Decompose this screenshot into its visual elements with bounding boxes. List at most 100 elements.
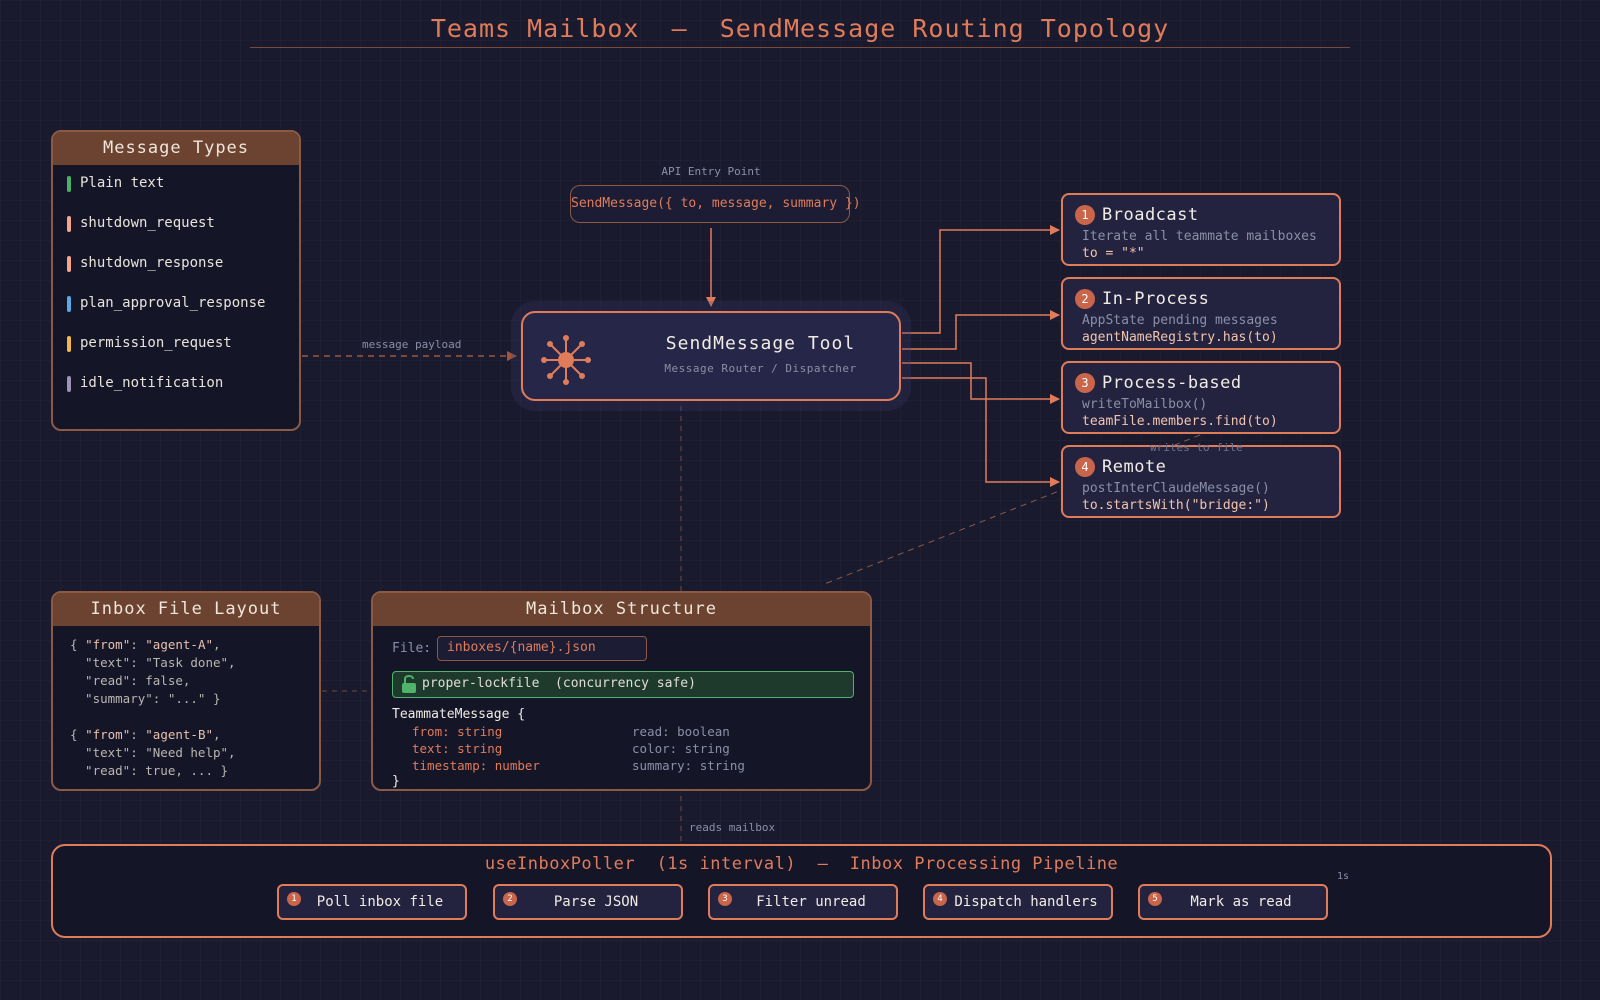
message-type-label: permission_request — [80, 335, 232, 351]
route-broadcast: 1 Broadcast Iterate all teammate mailbox… — [1061, 193, 1341, 266]
message-type-label: shutdown_request — [80, 215, 215, 231]
json-line: "read": true, ... } — [70, 762, 319, 780]
pipeline-step-filter: 3 Filter unread — [708, 884, 898, 920]
file-label: File: — [392, 641, 432, 656]
json-line: "read": false, — [70, 672, 319, 690]
api-entry-label: API Entry Point — [661, 165, 761, 178]
type-declaration-close: } — [392, 774, 400, 789]
field-color: color: string — [632, 741, 730, 756]
step-label: Mark as read — [1190, 894, 1292, 910]
json-line: { "from": "agent-A", — [70, 636, 319, 654]
json-token: "from" — [85, 637, 131, 652]
step-label: Parse JSON — [553, 894, 639, 910]
route-condition: teamFile.members.find(to) — [1082, 414, 1278, 429]
message-type-item: shutdown_request — [67, 215, 299, 255]
message-types-title: Message Types — [53, 132, 299, 165]
lockfile-text: proper-lockfile (concurrency safe) — [422, 676, 696, 691]
lockfile-banner: proper-lockfile (concurrency safe) — [392, 671, 854, 698]
mailbox-structure-title: Mailbox Structure — [373, 593, 870, 626]
type-color-bar — [67, 256, 71, 272]
route-description: AppState pending messages — [1082, 313, 1278, 328]
field-summary: summary: string — [632, 758, 745, 773]
route-number: 1 — [1075, 205, 1095, 225]
type-color-bar — [67, 336, 71, 352]
tool-subtitle: Message Router / Dispatcher — [664, 362, 857, 375]
type-declaration-open: TeammateMessage { — [392, 707, 526, 722]
json-line: { "from": "agent-B", — [70, 726, 319, 744]
field-read: read: boolean — [632, 724, 730, 739]
field-from: from: string — [412, 724, 503, 739]
pipeline-step-dispatch: 4 Dispatch handlers — [923, 884, 1113, 920]
route-remote: 4 Remote postInterClaudeMessage() to.sta… — [1061, 445, 1341, 518]
route-description: writeToMailbox() — [1082, 397, 1208, 412]
json-line: "text": "Task done", — [70, 654, 319, 672]
message-type-label: idle_notification — [80, 375, 224, 391]
type-color-bar — [67, 216, 71, 232]
message-type-item: idle_notification — [67, 375, 299, 415]
json-token: "read": true, ... } — [70, 763, 229, 778]
json-token: { — [70, 637, 86, 652]
route-condition: to = "*" — [1082, 246, 1145, 261]
message-types-card: Message Types Plain text shutdown_request… — [51, 130, 301, 431]
json-token: "agent-A" — [145, 637, 214, 652]
reads-mailbox-label: reads mailbox — [689, 821, 776, 834]
inbox-json-sample: { "from": "agent-A", "text": "Task done"… — [53, 626, 319, 780]
route-in-process: 2 In-Process AppState pending messages a… — [1061, 277, 1341, 350]
route-title: In-Process — [1102, 289, 1210, 309]
field-text: text: string — [412, 741, 503, 756]
pipeline-step-poll: 1 Poll inbox file — [277, 884, 467, 920]
json-token: , — [213, 727, 221, 742]
json-token: "agent-B" — [145, 727, 214, 742]
json-token: , — [213, 637, 221, 652]
route-number: 2 — [1075, 289, 1095, 309]
route-title: Remote — [1102, 457, 1167, 477]
step-label: Dispatch handlers — [954, 894, 1098, 910]
type-color-bar — [67, 376, 71, 392]
step-number: 3 — [718, 892, 732, 906]
inbox-pipeline: useInboxPoller (1s interval) — Inbox Pro… — [51, 844, 1552, 938]
pipeline-step-mark-read: 5 Mark as read — [1138, 884, 1328, 920]
message-type-list: Plain text shutdown_request shutdown_respo… — [53, 165, 299, 415]
json-token: : — [130, 727, 146, 742]
writes-to-file-label: writes to file — [1150, 441, 1243, 454]
json-token: "from" — [85, 727, 131, 742]
step-label: Poll inbox file — [316, 894, 444, 910]
step-number: 5 — [1148, 892, 1162, 906]
page-title: Teams Mailbox — SendMessage Routing Topo… — [430, 14, 1170, 43]
route-condition: to.startsWith("bridge:") — [1082, 498, 1270, 513]
title-divider — [250, 47, 1350, 48]
message-type-label: shutdown_response — [80, 255, 224, 271]
message-type-item: Plain text — [67, 175, 299, 215]
route-description: postInterClaudeMessage() — [1082, 481, 1270, 496]
pipeline-step-parse: 2 Parse JSON — [493, 884, 683, 920]
route-arrow-process-based — [902, 362, 1060, 404]
tool-title: SendMessage Tool — [665, 333, 856, 354]
json-line: "summary": "..." } — [70, 690, 319, 708]
json-token: "summary": "..." } — [70, 691, 221, 706]
inbox-file-layout-card: Inbox File Layout { "from": "agent-A", "… — [51, 591, 321, 791]
message-type-label: Plain text — [80, 175, 165, 191]
json-token: "text": "Task done", — [70, 655, 236, 670]
pipeline-title: useInboxPoller (1s interval) — Inbox Pro… — [484, 854, 1119, 874]
json-token: "read": false, — [70, 673, 191, 688]
route-description: Iterate all teammate mailboxes — [1082, 229, 1317, 244]
route-number: 4 — [1075, 457, 1095, 477]
route-process-based: 3 Process-based writeToMailbox() teamFil… — [1061, 361, 1341, 434]
message-type-item: shutdown_response — [67, 255, 299, 295]
type-color-bar — [67, 176, 71, 192]
message-type-item: permission_request — [67, 335, 299, 375]
json-token: "text": "Need help", — [70, 745, 236, 760]
file-path: inboxes/{name}.json — [437, 636, 647, 661]
sendmessage-tool-node: SendMessage Tool Message Router / Dispat… — [521, 311, 901, 401]
message-type-item: plan_approval_response — [67, 295, 299, 335]
api-signature: SendMessage({ to, message, summary }) — [570, 185, 861, 223]
json-line: "text": "Need help", — [70, 744, 319, 762]
route-number: 3 — [1075, 373, 1095, 393]
route-condition: agentNameRegistry.has(to) — [1082, 330, 1278, 345]
lock-icon — [402, 675, 416, 693]
route-arrow-broadcast — [902, 225, 1060, 334]
field-timestamp: timestamp: number — [412, 758, 540, 773]
message-payload-label: message payload — [362, 338, 462, 351]
step-label: Filter unread — [756, 894, 866, 910]
json-token: : — [130, 637, 146, 652]
